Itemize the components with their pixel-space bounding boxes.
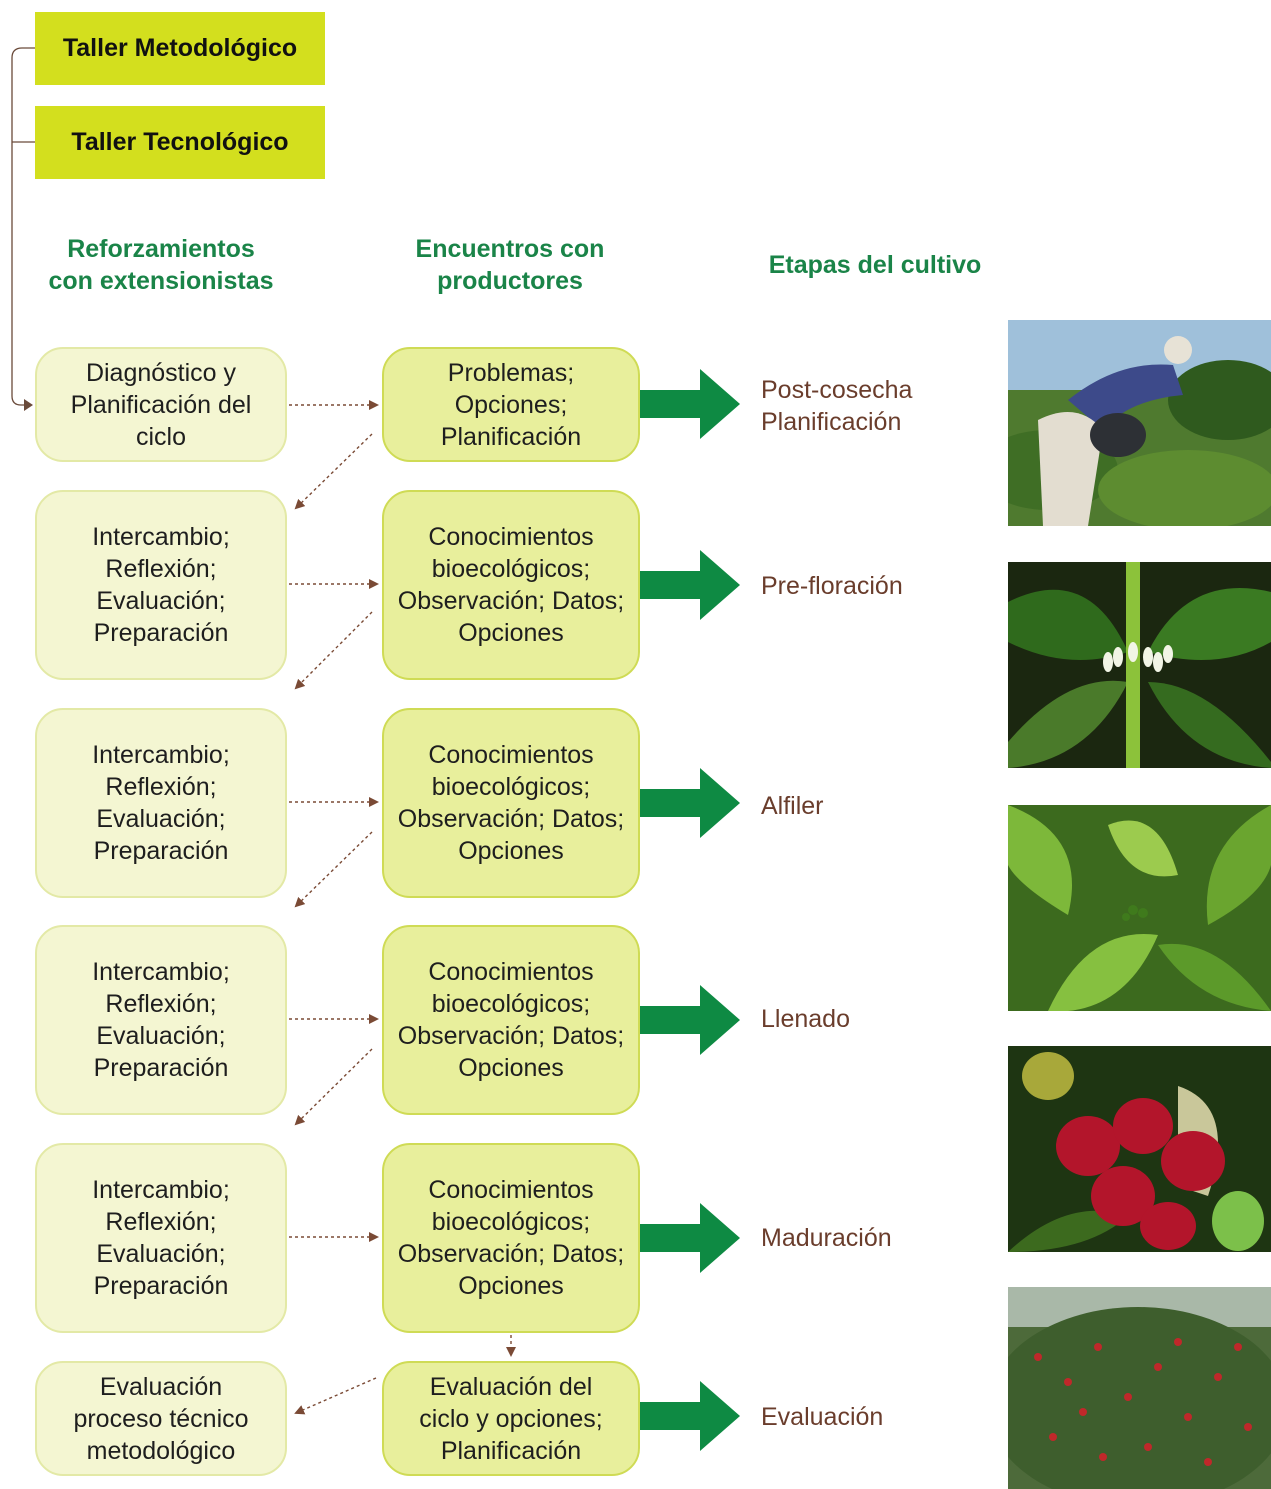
taller-metodologico-label: Taller Metodológico — [62, 34, 298, 62]
header-encuentros: Encuentros con productores — [415, 235, 605, 295]
dotted-arrow-diagonal-1 — [294, 433, 373, 510]
coffee-flower-buds-photo — [1008, 562, 1271, 768]
left-box-3: Intercambio; Reflexión; Evaluación; Prep… — [35, 708, 287, 898]
left-box-4: Intercambio; Reflexión; Evaluación; Prep… — [35, 925, 287, 1115]
left-box-2: Intercambio; Reflexión; Evaluación; Prep… — [35, 490, 287, 680]
header-reforzamientos: Reforzamientos con extensionistas — [48, 235, 274, 295]
stage-label-5: Maduración — [761, 1224, 892, 1252]
green-arrow-3 — [640, 768, 740, 838]
middle-box-1: Problemas; Opciones; Planificación — [382, 347, 640, 462]
green-arrow-4 — [640, 985, 740, 1055]
middle-box-2: Conocimientos bioecológicos; Observación… — [382, 490, 640, 680]
dotted-arrow-to-evaluacion — [294, 1377, 377, 1415]
left-box-1: Diagnóstico y Planificación del ciclo — [35, 347, 287, 462]
dotted-arrow-diagonal-4 — [294, 1048, 373, 1126]
coffee-leaves-photo — [1008, 805, 1271, 1011]
taller-bracket-connector — [11, 47, 35, 411]
coffee-cherries-photo — [1008, 1046, 1271, 1252]
taller-metodologico-box: Taller Metodológico — [35, 12, 325, 85]
coffee-picker-photo — [1008, 320, 1271, 526]
green-arrow-2 — [640, 550, 740, 620]
green-arrow-1 — [640, 369, 740, 439]
dotted-arrow-diagonal-2 — [294, 611, 373, 690]
stage-label-1: Post-cosecha Planificación — [761, 376, 913, 436]
stage-label-6: Evaluación — [761, 1403, 884, 1431]
stage-label-3: Alfiler — [761, 792, 824, 820]
left-box-5: Intercambio; Reflexión; Evaluación; Prep… — [35, 1143, 287, 1333]
header-etapas: Etapas del cultivo — [768, 251, 982, 279]
taller-tecnologico-label: Taller Tecnológico — [71, 128, 289, 156]
coffee-bush-photo — [1008, 1287, 1271, 1489]
stage-label-2: Pre-floración — [761, 572, 903, 600]
middle-box-5: Conocimientos bioecológicos; Observación… — [382, 1143, 640, 1333]
dotted-arrow-diagonal-3 — [294, 831, 373, 908]
green-arrow-5 — [640, 1203, 740, 1273]
taller-tecnologico-box: Taller Tecnológico — [35, 106, 325, 179]
middle-box-4: Conocimientos bioecológicos; Observación… — [382, 925, 640, 1115]
middle-box-6: Evaluación del ciclo y opciones; Planifi… — [382, 1361, 640, 1476]
green-arrow-6 — [640, 1381, 740, 1451]
left-box-6: Evaluación proceso técnico metodológico — [35, 1361, 287, 1476]
middle-box-3: Conocimientos bioecológicos; Observación… — [382, 708, 640, 898]
stage-label-4: Llenado — [761, 1005, 850, 1033]
